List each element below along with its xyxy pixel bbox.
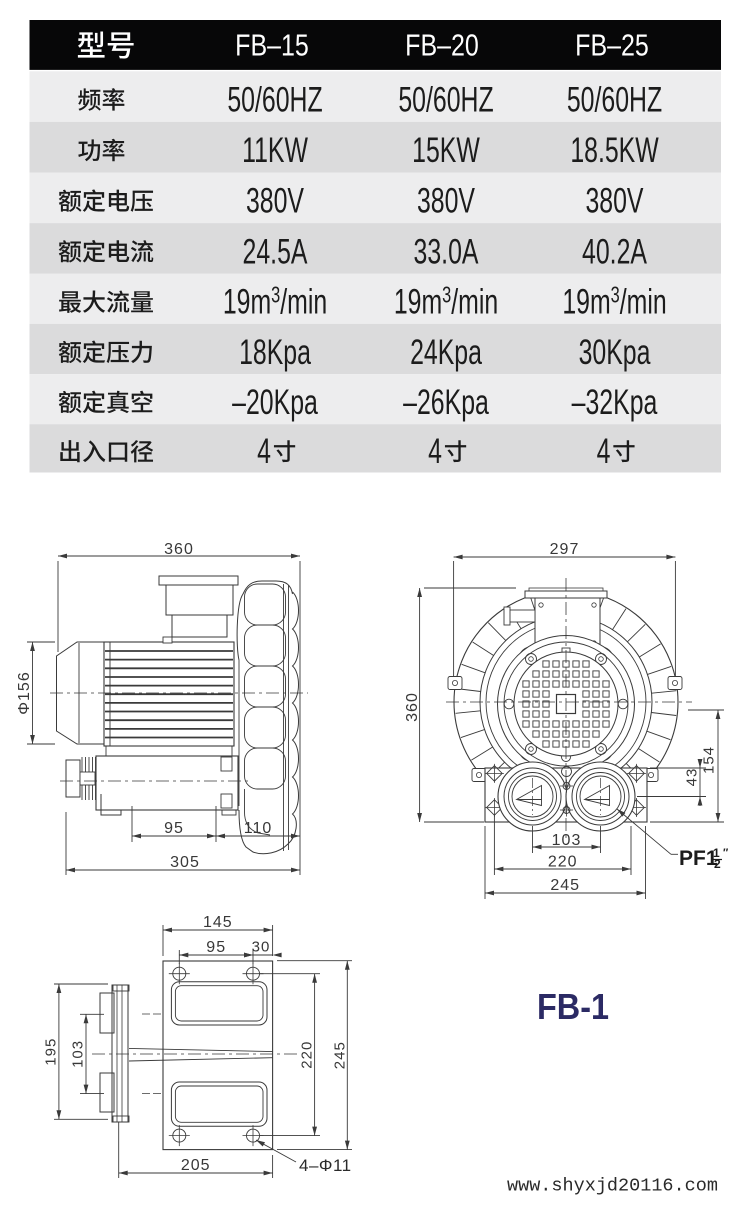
svg-text:50/60HZ: 50/60HZ [398, 81, 493, 119]
svg-text:″: ″ [723, 847, 729, 859]
svg-text:380V: 380V [246, 183, 305, 221]
svg-text:380V: 380V [585, 183, 644, 221]
svg-text:30Kpa: 30Kpa [579, 334, 651, 372]
svg-text:1: 1 [713, 846, 720, 860]
svg-text:297: 297 [550, 541, 580, 558]
svg-text:–26Kpa: –26Kpa [403, 384, 489, 422]
svg-text:24Kpa: 24Kpa [410, 334, 482, 372]
svg-text:95: 95 [206, 939, 226, 956]
svg-text:380V: 380V [417, 183, 476, 221]
svg-text:24.5A: 24.5A [243, 233, 309, 271]
svg-text:305: 305 [170, 854, 200, 871]
svg-text:FB-1: FB-1 [537, 987, 609, 1027]
svg-text:205: 205 [181, 1157, 211, 1174]
svg-text:360: 360 [164, 541, 194, 558]
svg-text:103: 103 [552, 832, 582, 849]
svg-text:40.2A: 40.2A [582, 233, 648, 271]
svg-text:FB–15: FB–15 [235, 28, 309, 62]
svg-text:FB–20: FB–20 [405, 28, 479, 62]
svg-text:245: 245 [331, 1041, 348, 1069]
svg-text:50/60HZ: 50/60HZ [227, 81, 322, 119]
svg-text:30: 30 [252, 938, 271, 955]
svg-text:95: 95 [164, 820, 184, 837]
svg-text:2: 2 [714, 857, 721, 871]
svg-text:–32Kpa: –32Kpa [572, 384, 658, 422]
svg-text:245: 245 [550, 877, 580, 894]
svg-text:–20Kpa: –20Kpa [232, 384, 318, 422]
svg-text:360: 360 [404, 692, 421, 722]
svg-text:4: 4 [257, 433, 271, 471]
svg-text:110: 110 [244, 820, 273, 837]
svg-text:19m3/min: 19m3/min [394, 283, 498, 322]
svg-text:220: 220 [548, 853, 578, 870]
svg-text:19m3/min: 19m3/min [562, 283, 666, 322]
svg-text:4: 4 [597, 433, 611, 471]
svg-text:103: 103 [69, 1040, 86, 1068]
svg-text:Φ156: Φ156 [16, 671, 33, 714]
svg-text:4–Φ11: 4–Φ11 [299, 1156, 352, 1175]
svg-text:18Kpa: 18Kpa [239, 334, 311, 372]
svg-text:145: 145 [203, 914, 233, 931]
svg-text:4: 4 [428, 433, 442, 471]
svg-text:220: 220 [298, 1041, 315, 1069]
svg-text:11KW: 11KW [242, 132, 308, 170]
svg-text:15KW: 15KW [412, 132, 480, 170]
svg-text:18.5KW: 18.5KW [570, 132, 659, 170]
svg-text:PF1: PF1 [679, 847, 718, 870]
svg-text:FB–25: FB–25 [575, 28, 649, 62]
svg-text:33.0A: 33.0A [414, 233, 480, 271]
svg-text:43: 43 [683, 768, 700, 787]
svg-text:www.shyxjd20116.com: www.shyxjd20116.com [507, 1176, 718, 1197]
svg-text:195: 195 [42, 1038, 59, 1066]
svg-text:154: 154 [700, 746, 717, 774]
svg-text:50/60HZ: 50/60HZ [567, 81, 662, 119]
